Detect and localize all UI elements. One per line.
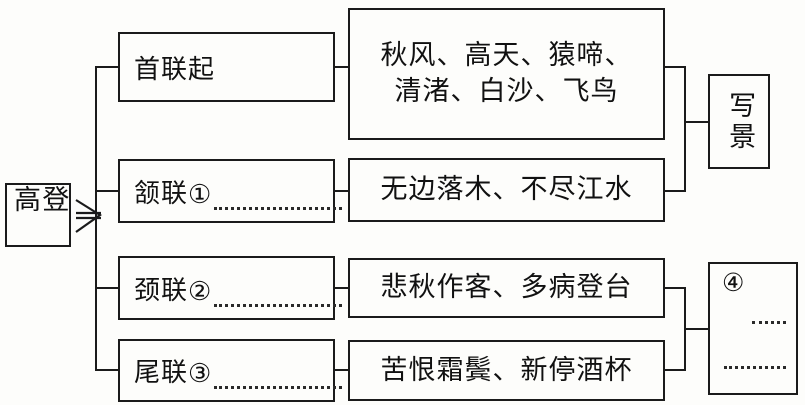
right-bracket-top-spine	[684, 66, 686, 192]
branch-marker-2: ①	[188, 179, 213, 210]
branch-label-1: 首联起	[134, 54, 216, 85]
content-line-1-b: 清渚、白沙、飞鸟	[394, 76, 619, 107]
branch-node-2: 颔联 ①	[118, 159, 343, 223]
summary-blank-line-2[interactable]	[724, 354, 786, 369]
summary-blank-line-1[interactable]	[752, 309, 786, 324]
root-node-dengao: 登高	[5, 183, 71, 247]
content-line-1-a: 秋风、高天、猿啼、	[380, 40, 633, 72]
right-bracket-top-stub-2	[665, 190, 686, 192]
content-node-1: 秋风、高天、猿啼、 清渚、白沙、飞鸟	[348, 8, 665, 140]
right-bracket-top-out	[684, 121, 708, 123]
branch-blank-3[interactable]	[214, 288, 343, 307]
branch-blank-2[interactable]	[214, 191, 343, 210]
content-node-3: 悲秋作客、多病登台	[348, 258, 665, 318]
left-bracket-spine	[95, 66, 97, 370]
right-bracket-bottom-stub-4	[665, 369, 686, 371]
branch-node-1: 首联起	[118, 32, 335, 102]
summary-node-blank-4: ④	[708, 262, 798, 395]
content-line-2: 无边落木、不尽江水	[380, 174, 633, 206]
branch-marker-4: ③	[188, 359, 213, 389]
connector-mid-1	[335, 66, 348, 68]
right-bracket-top-stub-1	[665, 66, 686, 68]
connector-mid-3	[335, 287, 348, 289]
left-bracket-stub-2	[95, 190, 119, 192]
left-bracket-stub-4	[95, 369, 119, 371]
branch-node-4: 尾联 ③	[118, 339, 343, 402]
branch-label-4: 尾联	[134, 358, 189, 388]
branch-label-3: 颈联	[134, 275, 189, 306]
connector-mid-4	[335, 369, 348, 371]
content-node-2: 无边落木、不尽江水	[348, 158, 665, 222]
content-line-4: 苦恨霜鬓、新停酒杯	[380, 354, 633, 386]
branch-label-2: 颔联	[134, 178, 189, 209]
content-line-3: 悲秋作客、多病登台	[380, 272, 633, 304]
branch-node-3: 颈联 ②	[118, 256, 343, 320]
left-bracket-stub-1	[95, 66, 119, 68]
branch-blank-4[interactable]	[214, 370, 343, 389]
content-node-4: 苦恨霜鬓、新停酒杯	[348, 340, 665, 401]
right-bracket-bottom-out	[684, 328, 708, 330]
left-bracket-stub-3	[95, 287, 119, 289]
branch-marker-3: ②	[188, 276, 213, 307]
connector-mid-2	[335, 190, 348, 192]
summary-node-xiejing: 写景	[708, 74, 770, 169]
right-bracket-bottom-stub-3	[665, 287, 686, 289]
summary-marker-4: ④	[722, 268, 745, 297]
